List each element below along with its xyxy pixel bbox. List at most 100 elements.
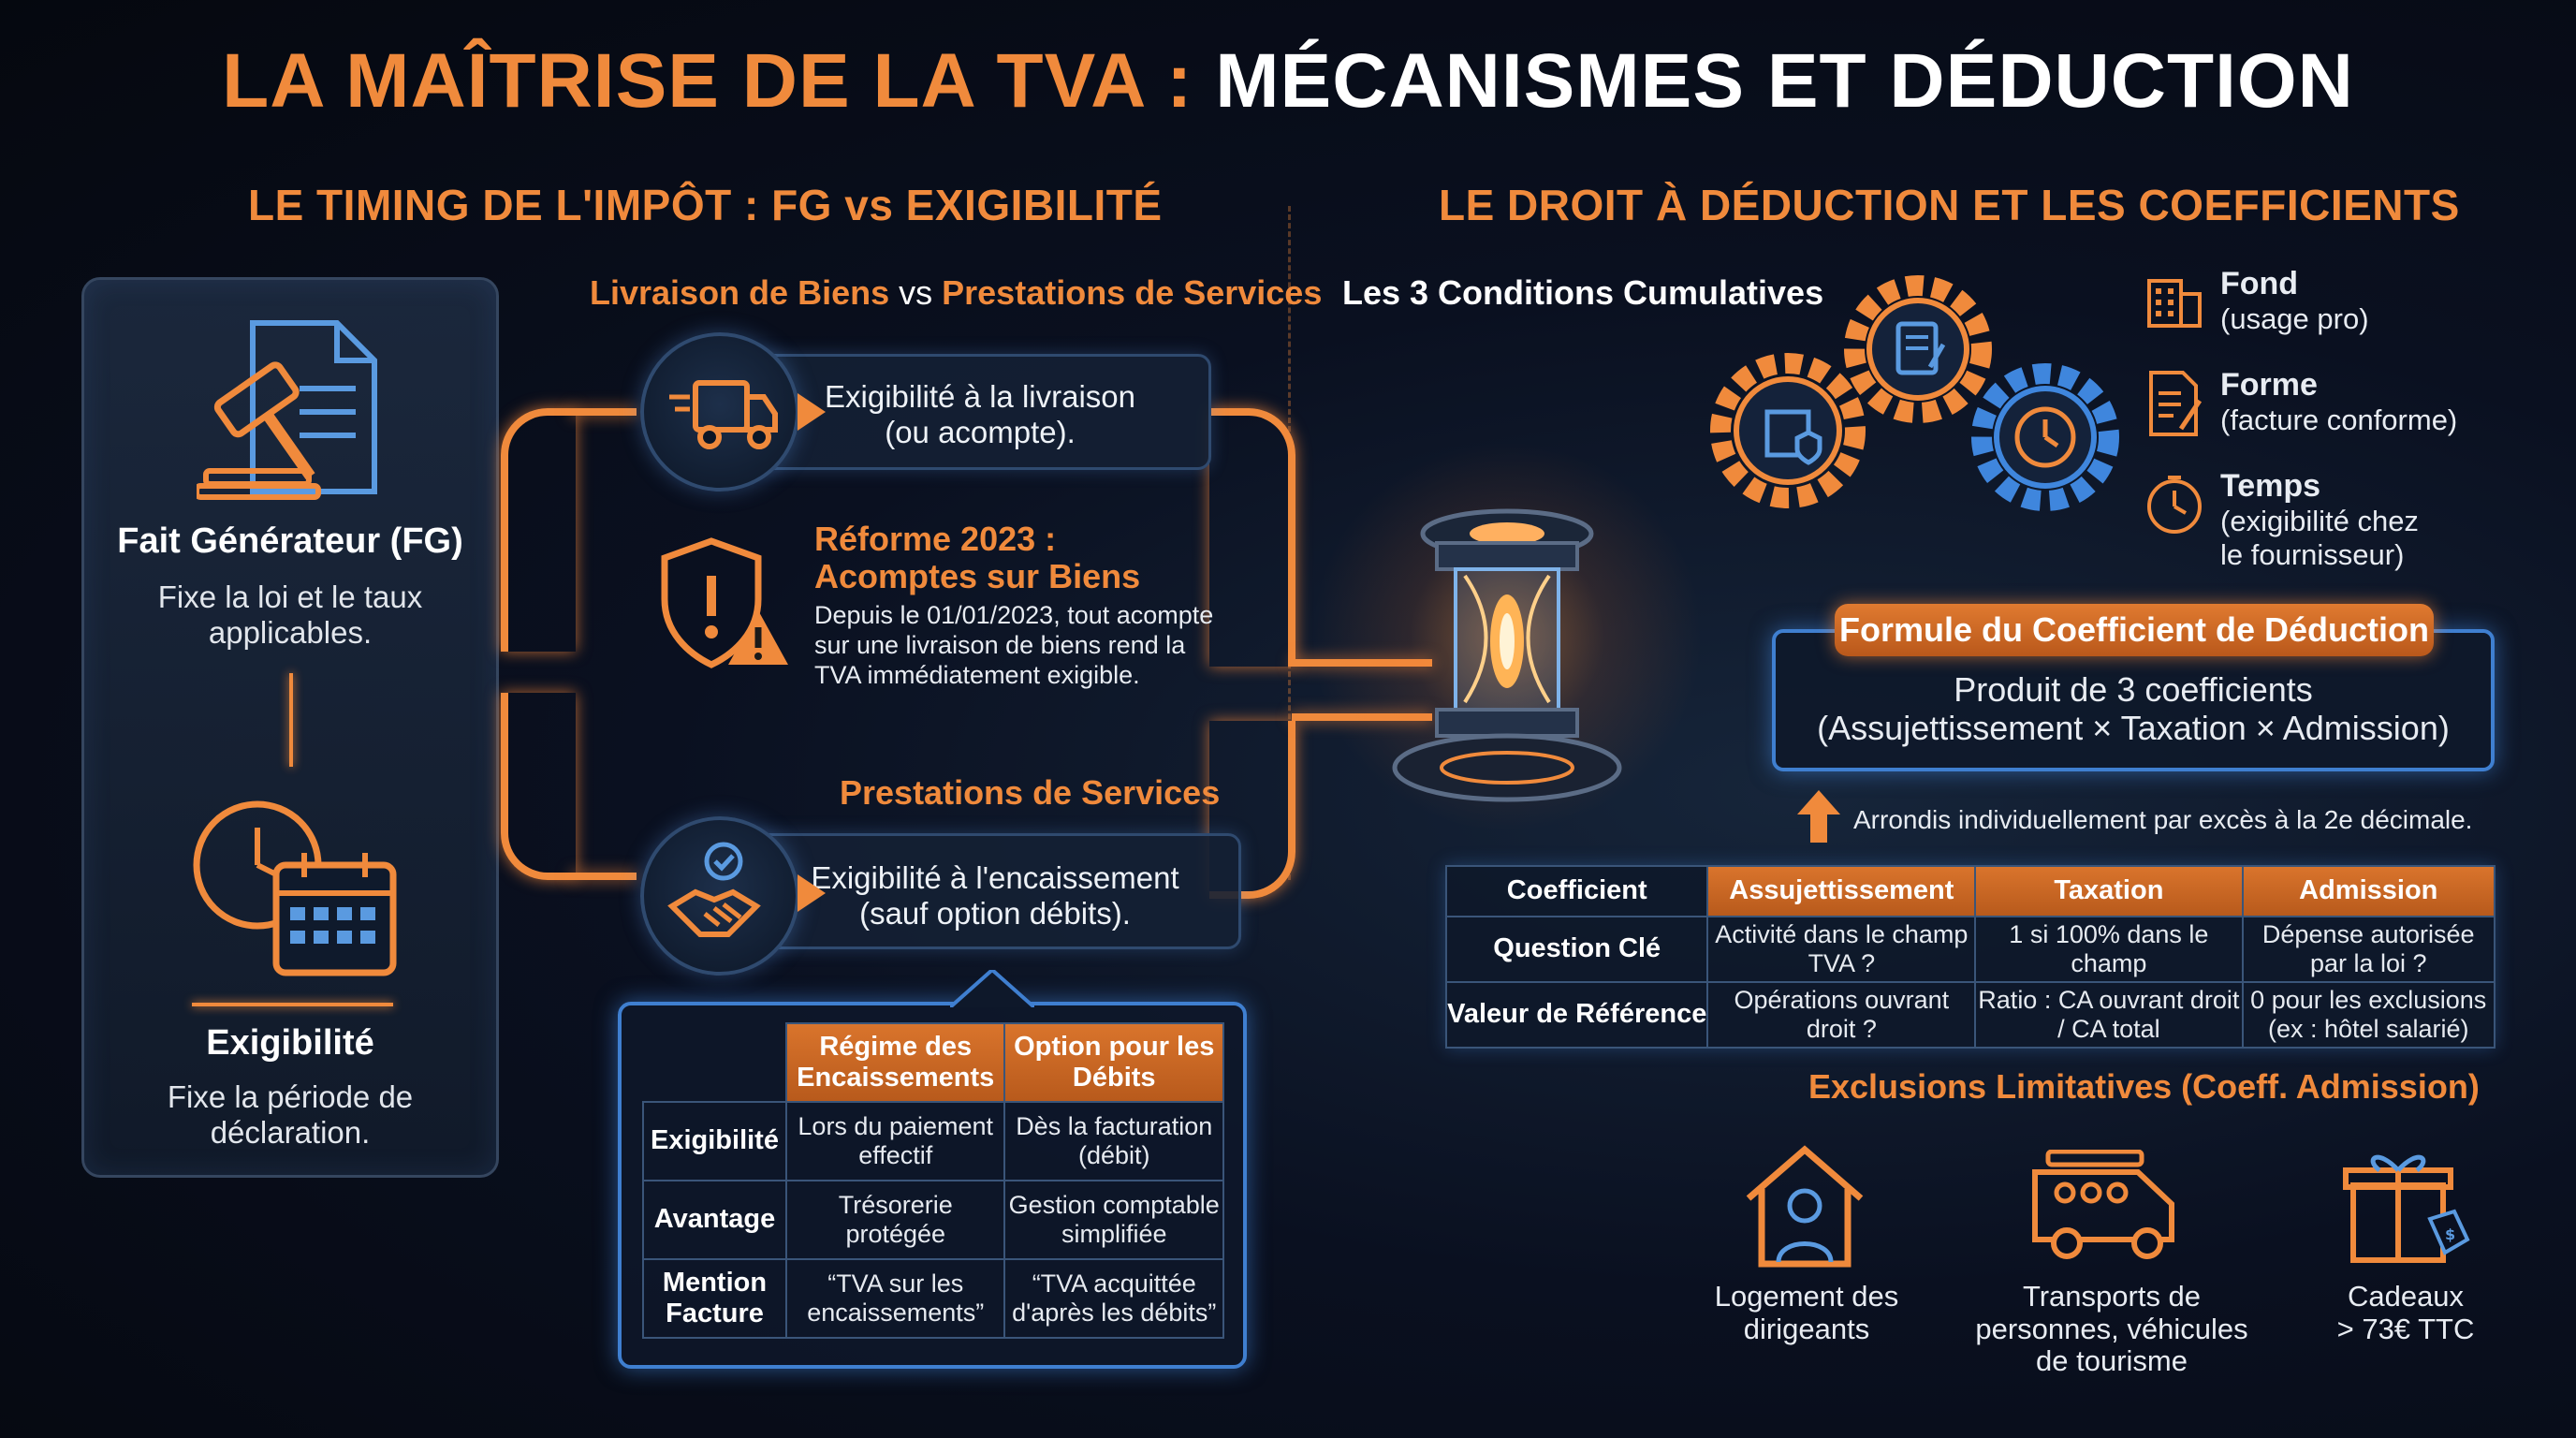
- services-box: Exigibilité à l'encaissement (sauf optio…: [749, 833, 1241, 949]
- title-part1: LA MAÎTRISE DE LA TVA :: [222, 38, 1193, 124]
- table-row: Valeur de Référence Opérations ouvrant d…: [1444, 981, 2496, 1049]
- reforme-title-line1: Réforme 2023 :: [814, 520, 1057, 558]
- title-part2: MÉCANISMES ET DÉDUCTION: [1215, 38, 2354, 124]
- coef-header: Taxation: [1974, 865, 2244, 917]
- table-row: Exigibilité Lors du paiement effectif Dè…: [642, 1101, 1224, 1181]
- arrow-up-icon: [1797, 790, 1840, 843]
- condition-title: Fond: [2220, 266, 2299, 301]
- cell: Activité dans le champ TVA ?: [1706, 916, 1977, 983]
- cell: “TVA sur les encaissements”: [784, 1258, 1006, 1339]
- right-section-title: LE DROIT À DÉDUCTION ET LES COEFFICIENTS: [1439, 181, 2460, 229]
- shield-warning-icon: [661, 537, 788, 668]
- row-label: Mention Facture: [642, 1258, 787, 1339]
- arrow-right-icon: [798, 393, 826, 431]
- pipe-bottom-to-handshake: [571, 873, 637, 880]
- exclusion-line2: dirigeants: [1743, 1312, 1870, 1345]
- exig-title: Exigibilité: [206, 1023, 374, 1063]
- row-label: Question Clé: [1444, 916, 1709, 983]
- house-person-icon: [1746, 1145, 1864, 1268]
- condition-text: (facture conforme): [2220, 404, 2458, 437]
- exclusion-line1: Cadeaux: [2347, 1280, 2465, 1313]
- cell: Lors du paiement effectif: [784, 1101, 1006, 1181]
- cell: “TVA acquittée d'après les débits”: [1003, 1258, 1224, 1339]
- formula-line2: (Assujettissement × Taxation × Admission…: [1817, 709, 2450, 748]
- reforme-title-line2: Acomptes sur Biens: [814, 556, 1141, 595]
- services-title: Prestations de Services: [840, 773, 1221, 812]
- cell: Gestion comptable simplifiée: [1003, 1180, 1224, 1260]
- pipe-top-to-truck: [571, 408, 637, 416]
- coef-header: Assujettissement: [1706, 865, 1977, 917]
- reforme-title: Réforme 2023 : Acomptes sur Biens: [814, 521, 1140, 594]
- svg-text:$: $: [2445, 1225, 2455, 1243]
- gavel-document-icon: [197, 320, 377, 500]
- condition-temps: Temps (exigibilité chez le fournisseur): [2220, 468, 2419, 571]
- reforme-text-line3: TVA immédiatement exigible.: [814, 660, 1140, 689]
- regime-table: Régime des Encaissements Option pour les…: [642, 1022, 1224, 1339]
- frame-pointer: [950, 970, 1034, 1007]
- truck-icon: [669, 380, 778, 449]
- row-label: Exigibilité: [642, 1101, 787, 1181]
- exclusion-line2: personnes, véhicules: [1975, 1312, 2248, 1345]
- arrow-right-icon: [798, 874, 826, 912]
- condition-title: Temps: [2220, 468, 2321, 504]
- cell: Dépense autorisée par la loi ?: [2241, 916, 2496, 983]
- fg-connector: [289, 673, 293, 767]
- clock-calendar-icon: [193, 800, 397, 976]
- hourglass-reactor-icon: [1392, 508, 1622, 802]
- exclusion-line2: > 73€ TTC: [2336, 1312, 2475, 1345]
- reforme-text: Depuis le 01/01/2023, tout acompte sur u…: [814, 601, 1213, 691]
- exig-text: Fixe la période de déclaration.: [167, 1079, 414, 1150]
- exclusion-line1: Logement des: [1714, 1280, 1899, 1313]
- pipe-top-right: [1209, 408, 1295, 667]
- condition-text: (usage pro): [2220, 302, 2369, 336]
- condition-title: Forme: [2220, 367, 2318, 403]
- exig-underline: [192, 1003, 393, 1006]
- clock-icon: [2147, 476, 2202, 534]
- livraison-line2: (ou acompte).: [885, 414, 1076, 449]
- coef-header: Coefficient: [1444, 865, 1709, 917]
- formula-badge: Formule du Coefficient de Déduction: [1835, 604, 2434, 656]
- exclusions-title: Exclusions Limitatives (Coeff. Admission…: [1808, 1067, 2480, 1106]
- livraison-box: Exigibilité à la livraison (ou acompte).: [749, 354, 1211, 470]
- table-row: Mention Facture “TVA sur les encaissemen…: [642, 1258, 1224, 1339]
- goods-label: Livraison de Biens: [590, 273, 890, 312]
- regime-col-encaissements: Régime des Encaissements: [784, 1022, 1006, 1103]
- coef-header: Admission: [2241, 865, 2496, 917]
- cell: Ratio : CA ouvrant droit / CA total: [1974, 981, 2244, 1049]
- condition-text-line1: (exigibilité chez: [2220, 505, 2419, 538]
- services-line1: Exigibilité à l'encaissement: [811, 860, 1179, 895]
- exclusion-cadeaux: Cadeaux > 73€ TTC: [2303, 1280, 2509, 1345]
- invoice-icon: [2149, 371, 2203, 436]
- table-row: Question Clé Activité dans le champ TVA …: [1444, 916, 2496, 983]
- handshake-node: [640, 816, 799, 976]
- fg-text: Fixe la loi et le taux applicables.: [157, 580, 423, 650]
- services-label: Prestations de Services: [942, 273, 1323, 312]
- pipe-bottom-left: [501, 693, 576, 880]
- cell: 1 si 100% dans le champ: [1974, 916, 2244, 983]
- fg-title: Fait Générateur (FG): [117, 521, 463, 561]
- handshake-icon: [667, 842, 761, 937]
- pipe-to-hourglass-top: [1292, 659, 1432, 667]
- goods-vs-services-header: Livraison de Biens vs Prestations de Ser…: [590, 273, 1322, 313]
- fg-exigibilite-panel: Fait Générateur (FG) Fixe la loi et le t…: [81, 277, 499, 1178]
- formula-line1: Produit de 3 coefficients: [1954, 670, 2313, 709]
- cell: Opérations ouvrant droit ?: [1706, 981, 1977, 1049]
- services-line2: (sauf option débits).: [859, 895, 1131, 931]
- condition-text-line2: le fournisseur): [2220, 537, 2405, 571]
- vs-label: vs: [899, 273, 933, 312]
- exclusion-logement: Logement des dirigeants: [1685, 1280, 1928, 1345]
- condition-forme: Forme (facture conforme): [2220, 367, 2457, 437]
- formula-text: Produit de 3 coefficients (Assujettissem…: [1776, 670, 2491, 748]
- building-gear-icon: [1710, 353, 1866, 508]
- rounding-note: Arrondis individuellement par excès à la…: [1853, 805, 2473, 834]
- document-gear-icon: [1844, 275, 1992, 423]
- pipe-top-left: [501, 408, 576, 652]
- cell: 0 pour les exclusions (ex : hôtel salari…: [2241, 981, 2496, 1049]
- reforme-text-line1: Depuis le 01/01/2023, tout acompte: [814, 601, 1214, 629]
- livraison-line1: Exigibilité à la livraison: [825, 379, 1135, 414]
- table-row: Avantage Trésorerie protégée Gestion com…: [642, 1180, 1224, 1260]
- regime-col-debits: Option pour les Débits: [1003, 1022, 1224, 1103]
- truck-node: [640, 332, 799, 492]
- cell: Dès la facturation (débit): [1003, 1101, 1224, 1181]
- regime-corner: [643, 1023, 786, 1102]
